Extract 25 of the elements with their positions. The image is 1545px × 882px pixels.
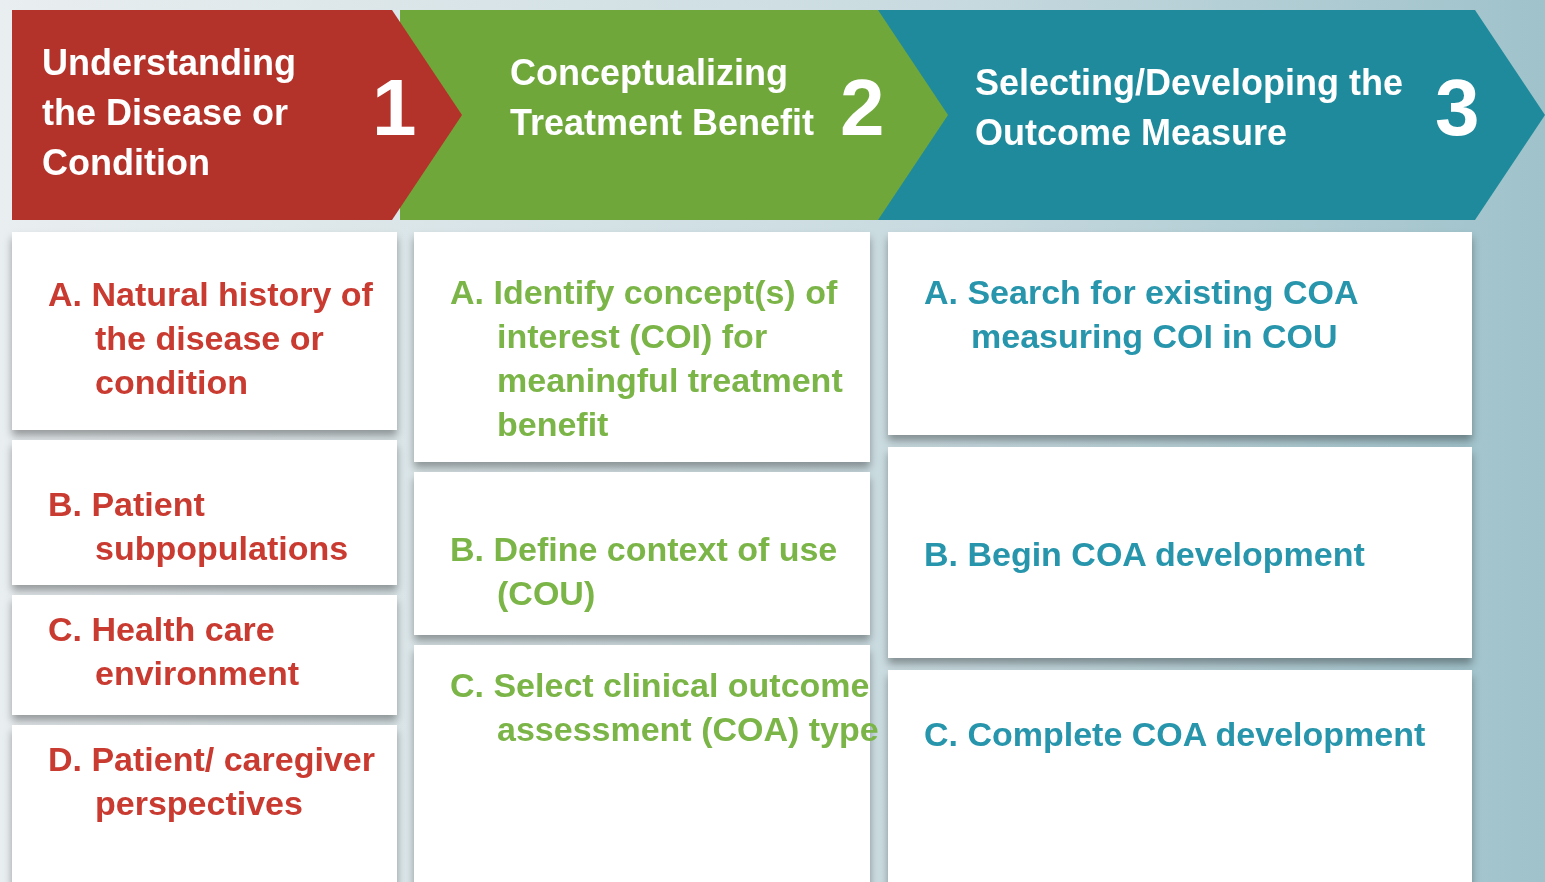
step-text: C. Health care environment [48,609,301,694]
step-card [12,725,397,882]
step-text: C. Select clinical outcome assessment (COA) type [450,665,880,750]
step-card [414,472,870,635]
step-card [888,232,1472,435]
stage-title: Understanding the Disease or Condition [42,41,297,185]
step-text: C. Complete COA development [924,714,1427,755]
step-card [12,232,397,430]
step-text: B. Define context of use (COU) [450,529,839,614]
step-text: B. Patient subpopulations [48,484,350,569]
stage-title: Conceptualizing Treatment Benefit [510,51,816,145]
step-text: A. Natural history of the disease or condition [48,274,374,403]
step-card [414,232,870,462]
step-text: B. Begin COA development [924,534,1366,575]
step-card [888,670,1472,882]
stage-number: 3 [1435,68,1480,148]
step-card [12,595,397,715]
step-text: A. Identify concept(s) of interest (COI) for meaningful treatment benefit [450,272,844,445]
step-text: A. Search for existing COA measuring COI in COU [924,272,1359,357]
step-card [12,440,397,585]
stage-number: 1 [372,68,417,148]
step-text: D. Patient/ caregiver perspectives [48,739,376,824]
stage-title: Selecting/Developing the Outcome Measure [975,61,1405,155]
stage-number: 2 [840,68,885,148]
step-card [888,447,1472,658]
